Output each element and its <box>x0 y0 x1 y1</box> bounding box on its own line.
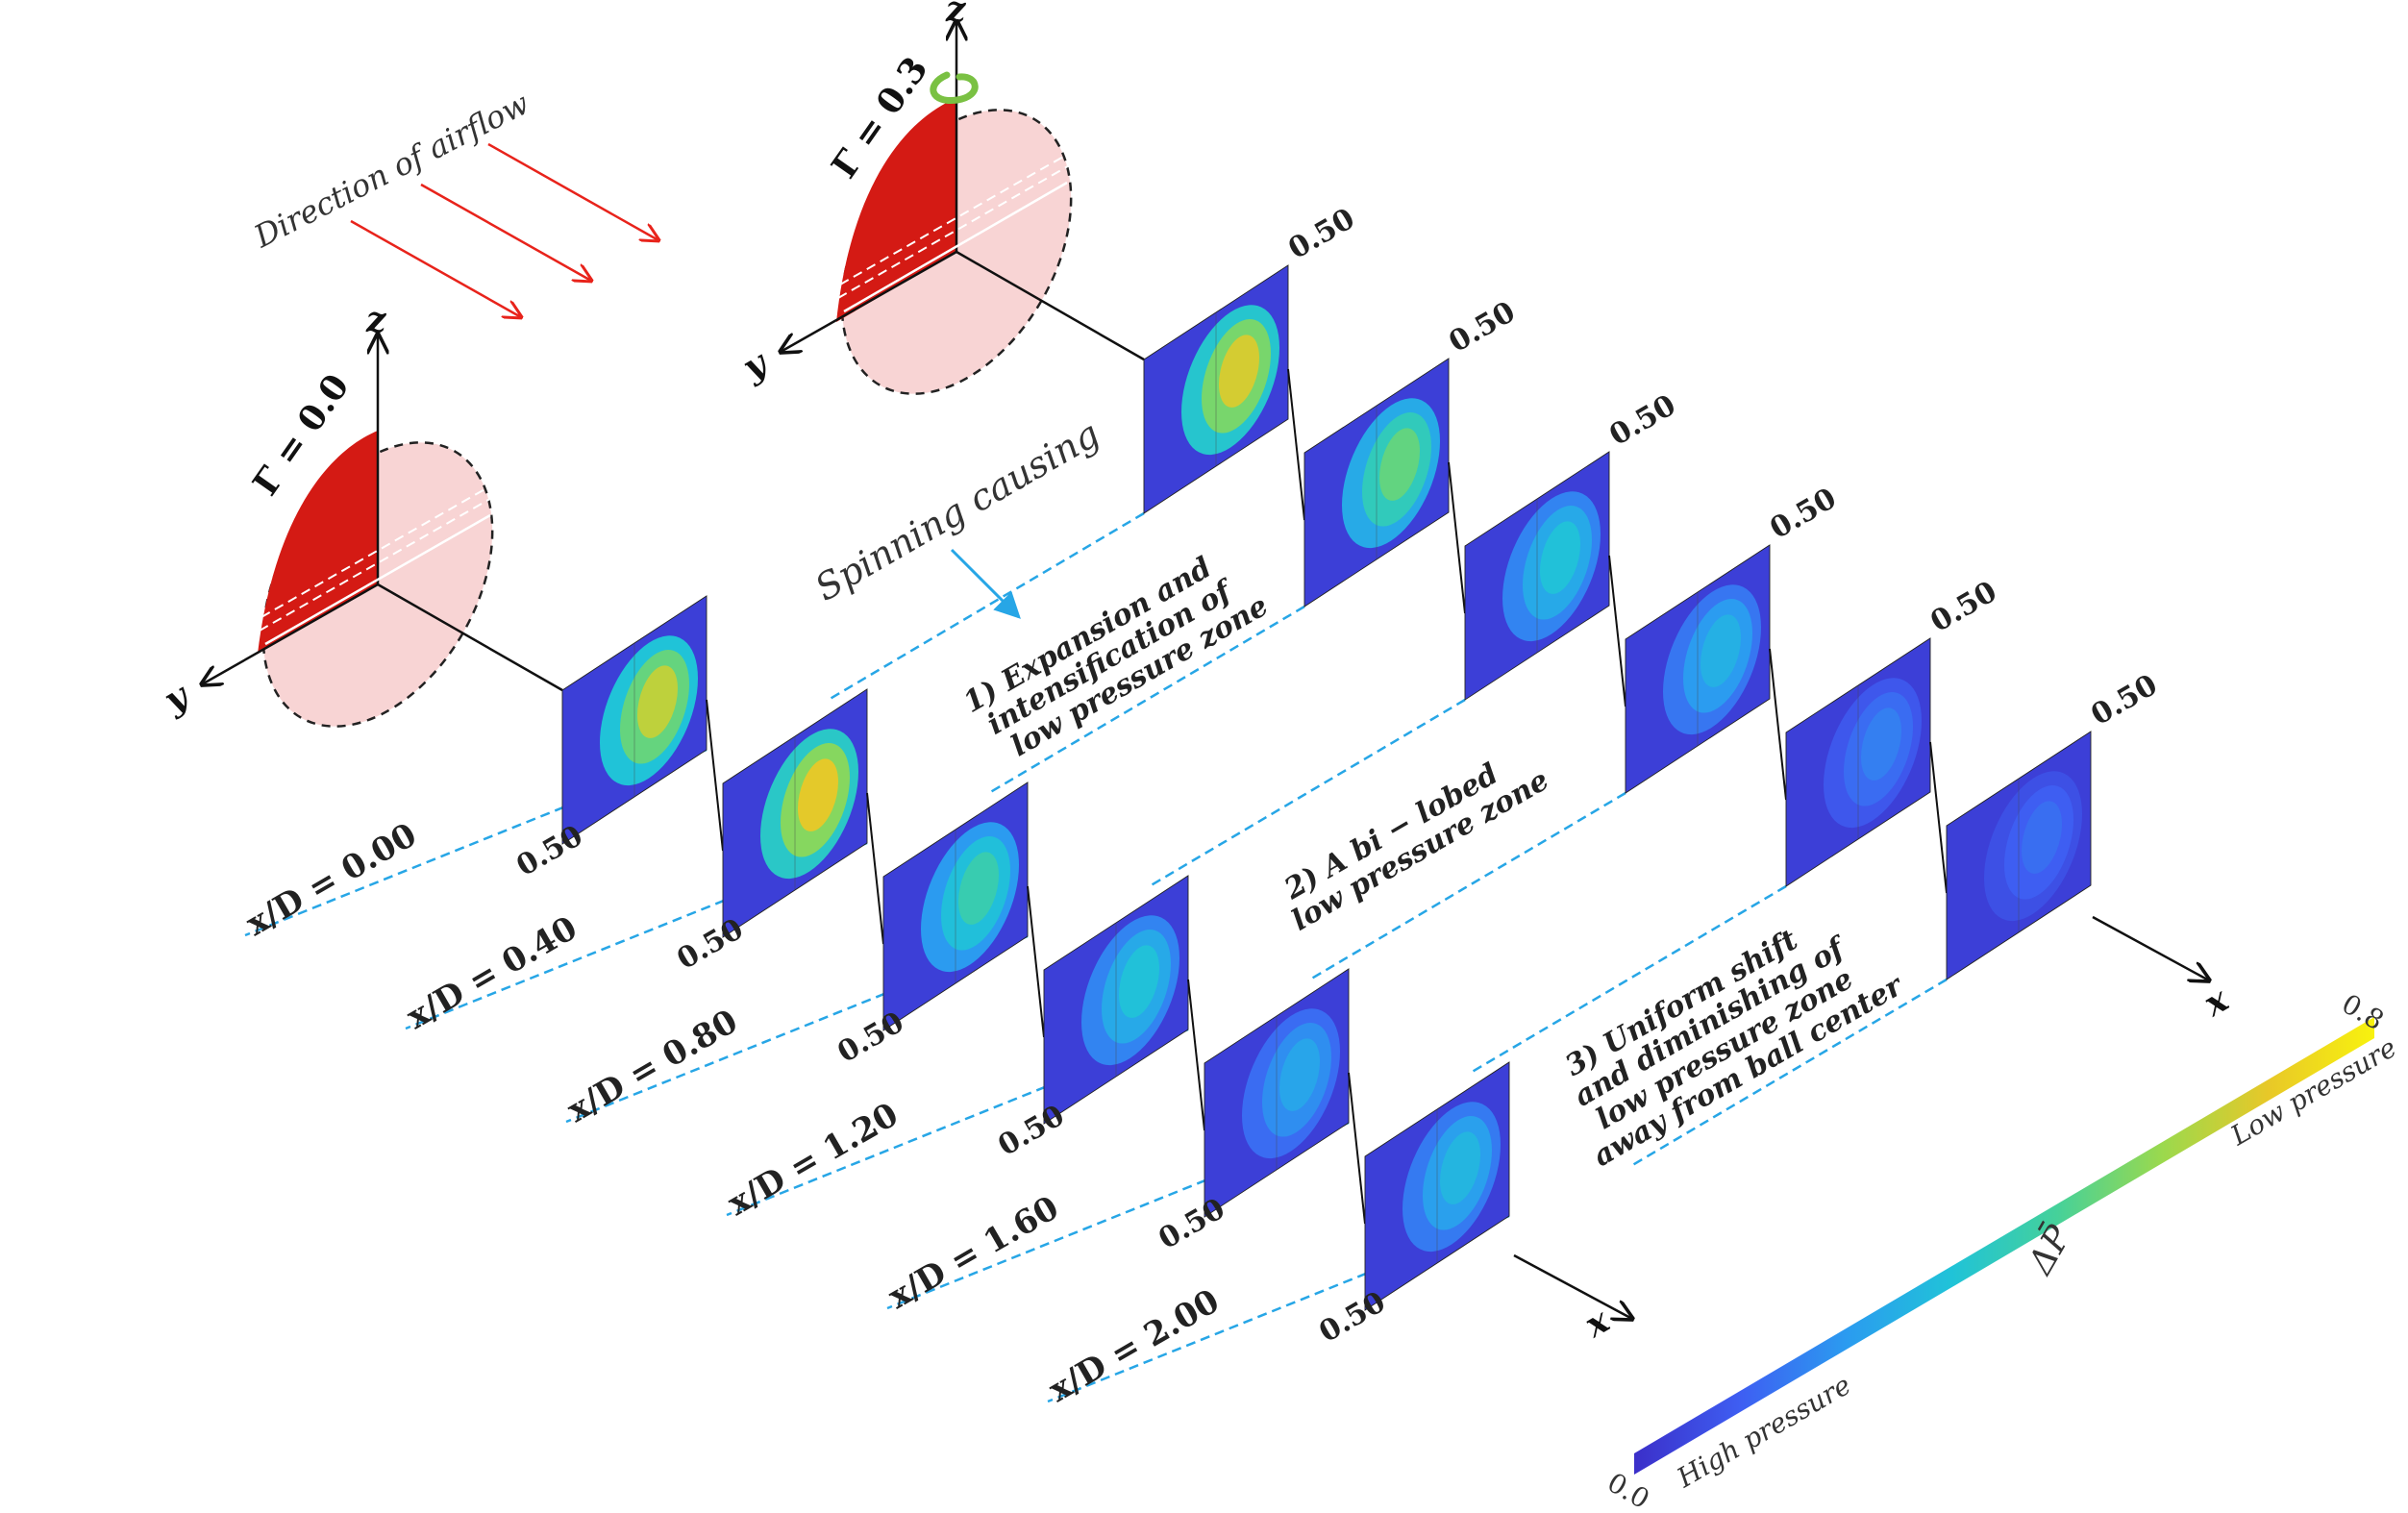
ball-gamma-03-z-label: z <box>945 0 967 30</box>
row-gamma-0-x-axis <box>1513 1253 1632 1319</box>
slice-gamma0-4-contour-3 <box>1279 1038 1320 1111</box>
slice-gamma0-edge-label-4: 0.50 <box>1154 1192 1231 1256</box>
ball-gamma-03-y-axis <box>781 250 957 352</box>
slice-gamma03-2-contour-3 <box>1540 521 1580 594</box>
slice-gamma03-edge-label-4: 0.50 <box>1925 575 2003 639</box>
slice-gamma0-1-contour-3 <box>798 758 838 831</box>
observation-3: 3) Uniform shift and diminishing of low … <box>1560 923 1910 1174</box>
slice-gamma03-edge-label-2: 0.50 <box>1604 388 1682 453</box>
slice-gamma03-1 <box>1304 359 1449 607</box>
spin-annotation: Spinning causing <box>808 412 1107 619</box>
slice-gamma0-4 <box>1204 969 1349 1217</box>
slice-gamma0-2 <box>883 782 1028 1030</box>
ball-gamma-03-x-link <box>956 250 1145 361</box>
row-gamma03-link-4 <box>1929 741 1948 894</box>
ball-gamma-03: z y Γ = 0.3 <box>735 0 1145 395</box>
slice-gamma0-edge-label-3: 0.50 <box>993 1099 1071 1163</box>
row-gamma03-link-1 <box>1448 461 1466 614</box>
slice-gamma0-edge-label-5: 0.50 <box>1314 1285 1392 1350</box>
ball-gamma-0-stripe-3 <box>264 513 491 646</box>
slice-gamma0-edge-label-2: 0.50 <box>832 1005 910 1070</box>
row-gamma0-link-0 <box>706 699 724 852</box>
slice-gamma0-1 <box>723 689 867 937</box>
row-gamma0-link-3 <box>1187 979 1205 1131</box>
station-label-5: x/D = 2.00 <box>1043 1282 1227 1410</box>
station-label-1: x/D = 0.40 <box>401 909 584 1037</box>
spin-note: Spinning causing <box>808 412 1107 609</box>
slice-gamma03-5 <box>1947 732 2091 980</box>
row-gamma0-link-2 <box>1027 885 1045 1038</box>
slice-gamma03-4 <box>1786 638 1930 886</box>
slice-gamma0-2-contour-3 <box>958 852 999 925</box>
ball-gamma-0: z y Γ = 0.0 <box>157 300 563 728</box>
slice-gamma03-edge-label-3: 0.50 <box>1765 482 1843 546</box>
slice-gamma0-3-contour-3 <box>1119 945 1159 1018</box>
slice-gamma0-3 <box>1044 876 1188 1124</box>
ball-gamma-03-red-half <box>836 98 956 322</box>
ball-gamma-03-stripe-3 <box>843 181 1068 313</box>
colorbar-max: 0.8 <box>2337 987 2390 1036</box>
row-gamma-03-x-axis <box>2092 915 2209 980</box>
ball-gamma-0-y-label: y <box>157 675 197 721</box>
airflow-indicator: Direction of airflow <box>247 85 658 317</box>
row-gamma-03-x-label: x <box>2197 979 2236 1025</box>
row-gamma03-link-0 <box>1287 368 1305 521</box>
slice-gamma0-edge-label-0: 0.50 <box>511 819 589 883</box>
ball-gamma-0-y-axis <box>202 583 379 684</box>
slice-layer: 0.50 x/D = 0.00 0.50 x/D = 0.40 0.50 x/D = 0.… <box>240 202 2164 1410</box>
slice-gamma03-0-contour-3 <box>1219 335 1259 408</box>
slice-gamma0-edge-label-1: 0.50 <box>672 912 750 977</box>
row-gamma0-link-1 <box>866 792 884 945</box>
slice-gamma03-3-contour-3 <box>1700 614 1741 687</box>
slice-gamma03-edge-label-0: 0.50 <box>1283 202 1361 266</box>
station-label-4: x/D = 1.60 <box>882 1189 1066 1317</box>
slice-gamma03-1-contour-3 <box>1379 428 1420 501</box>
airflow-label: Direction of airflow <box>247 85 534 255</box>
slice-gamma03-2 <box>1465 452 1609 700</box>
slice-gamma03-3 <box>1626 545 1770 793</box>
slice-gamma0-0-contour-3 <box>637 665 678 738</box>
airflow-arrow-3 <box>350 219 521 317</box>
slice-gamma03-edge-label-5: 0.50 <box>2086 668 2164 732</box>
slice-gamma03-0 <box>1144 265 1288 513</box>
slice-gamma0-0 <box>562 596 707 844</box>
ball-gamma-0-z-label: z <box>365 300 387 340</box>
station-label-2: x/D = 0.80 <box>561 1003 745 1130</box>
colorbar-min: 0.0 <box>1602 1466 1655 1513</box>
station-label-3: x/D = 1.20 <box>722 1096 906 1224</box>
row-gamma03-link-2 <box>1608 555 1626 707</box>
slice-gamma0-5-contour-3 <box>1440 1131 1480 1204</box>
slice-gamma03-5-contour-3 <box>2022 801 2062 874</box>
slice-gamma03-4-contour-3 <box>1861 707 1901 781</box>
station-label-0: x/D = 0.00 <box>240 816 424 944</box>
slice-gamma03-edge-label-1: 0.50 <box>1444 295 1522 360</box>
spin-arrow-icon <box>930 71 979 104</box>
row-gamma0-link-4 <box>1348 1072 1366 1225</box>
colorbar-bar <box>1634 1017 2374 1475</box>
observation-2: 2) A bi − lobed low pressure zone <box>1278 757 1555 938</box>
row-gamma03-link-3 <box>1769 648 1787 801</box>
airflow-arrow-1 <box>487 142 658 240</box>
ball-gamma-03-y-label: y <box>735 342 776 388</box>
spin-note-arrow <box>950 548 1021 619</box>
observation-1: 1) Expansion and intensification of low … <box>958 551 1275 763</box>
ball-gamma-0-x-link <box>377 583 563 692</box>
airflow-arrow-2 <box>420 183 591 281</box>
slice-gamma0-5 <box>1365 1062 1509 1310</box>
